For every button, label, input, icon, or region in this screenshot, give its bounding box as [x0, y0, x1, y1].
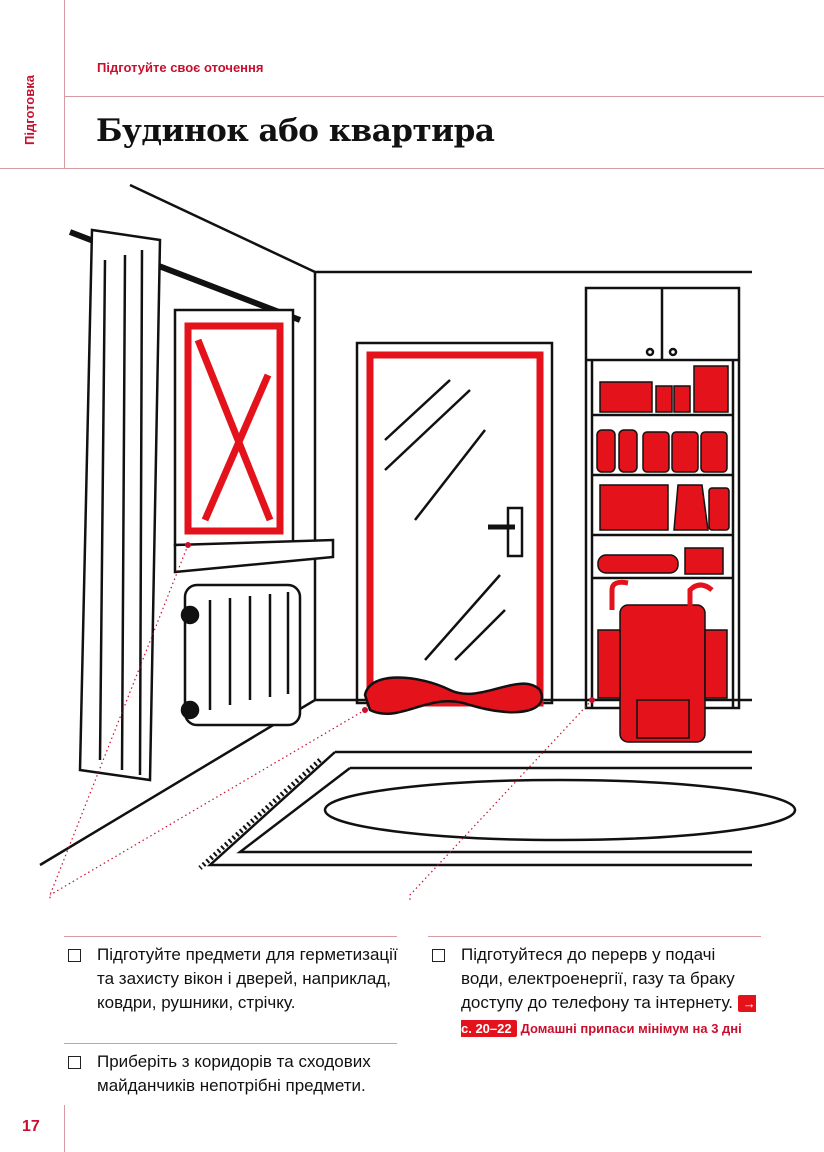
- checkbox[interactable]: [68, 1056, 81, 1069]
- margin-rule-top: [64, 0, 65, 168]
- subtitle: Підготуйте своє оточення: [97, 60, 264, 75]
- checklist-rule: [64, 936, 397, 937]
- checklist-rule: [64, 1043, 397, 1044]
- radiator: [183, 583, 302, 727]
- checklist-item[interactable]: Підготуйте предмети для герметизації та …: [68, 943, 398, 1015]
- checkbox[interactable]: [432, 949, 445, 962]
- rug: [206, 750, 752, 867]
- room-illustration: [39, 183, 797, 900]
- title-rule: [0, 168, 824, 169]
- checklist-item[interactable]: Приберіть з коридорів та сходових майдан…: [68, 1050, 398, 1098]
- section-label: Підготовка: [22, 75, 37, 145]
- header-rule: [64, 96, 824, 97]
- page-number: 17: [22, 1118, 40, 1135]
- curtain: [78, 228, 162, 782]
- margin-rule-bottom: [64, 1105, 65, 1152]
- checklist-text: Підготуйте предмети для герметизації та …: [97, 945, 398, 1012]
- page-title: Будинок або квартира: [96, 113, 495, 149]
- checkbox[interactable]: [68, 949, 81, 962]
- page-reference-text[interactable]: Домашні припаси мінімум на 3 дні: [520, 1021, 742, 1036]
- checklist-text: Підготуйтеся до перерв у подачі води, ел…: [461, 945, 735, 1012]
- checklist-text: Приберіть з коридорів та сходових майдан…: [97, 1052, 371, 1095]
- door-handle: [506, 506, 524, 558]
- draft-stopper: [363, 676, 543, 716]
- checklist-rule: [428, 936, 761, 937]
- checklist-item[interactable]: Підготуйтеся до перерв у подачі води, ел…: [432, 943, 762, 1041]
